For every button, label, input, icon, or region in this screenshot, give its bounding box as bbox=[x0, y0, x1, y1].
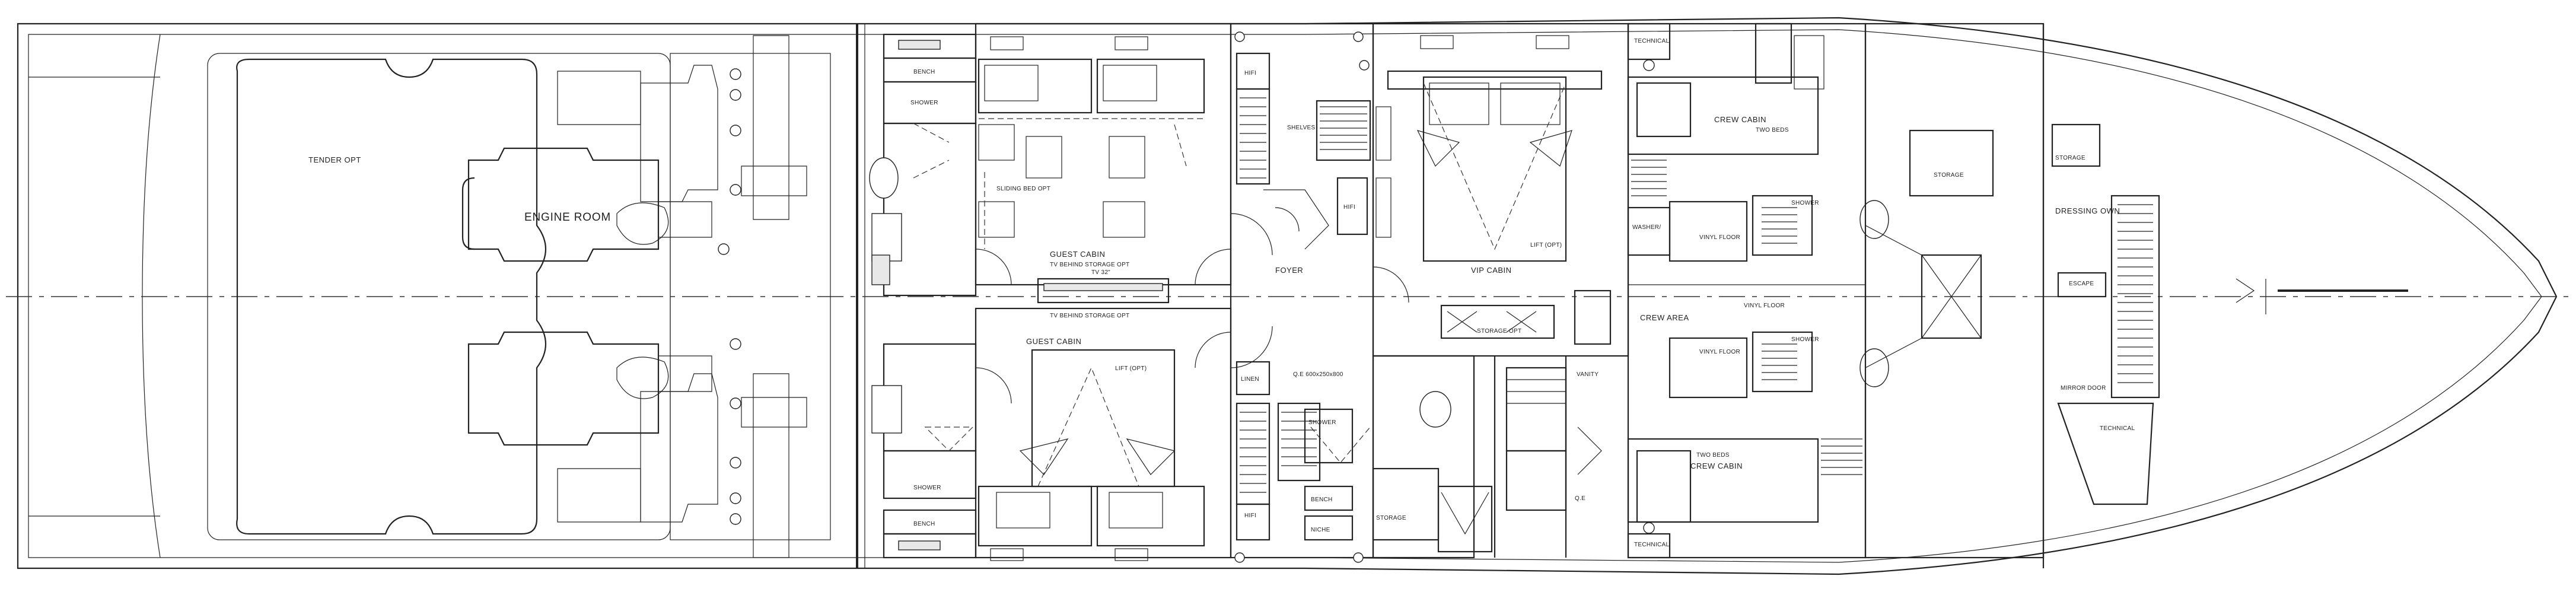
shower-grate-top bbox=[1762, 207, 1797, 244]
qe-size-label: Q.E 600x250x800 bbox=[1293, 371, 1343, 378]
lift-opt-vip-label: LIFT (OPT) bbox=[1530, 242, 1562, 249]
engine-room: ENGINE ROOM bbox=[461, 35, 831, 558]
technical-fwd-label: TECHNICAL bbox=[2100, 425, 2135, 432]
linen-label: LINEN bbox=[1241, 376, 1259, 383]
guest-cabin-top: SLIDING BED OPT GUEST CABIN TV BEHIND ST… bbox=[975, 23, 1232, 319]
crew-area: TECHNICAL TECHNICAL CREW CABIN TWO BEDS … bbox=[1627, 23, 1889, 559]
stair-treads-bottom-right bbox=[1281, 412, 1317, 466]
stair-treads-top bbox=[1240, 97, 1266, 179]
storage-opt-label: STORAGE OPT bbox=[1477, 328, 1521, 335]
foyer-label: FOYER bbox=[1275, 266, 1303, 275]
shower-crew-bottom-label: SHOWER bbox=[1791, 336, 1819, 343]
storage-dressing-label: STORAGE bbox=[2055, 155, 2085, 161]
bow-detail bbox=[2236, 278, 2255, 303]
qe-label: Q.E bbox=[1575, 495, 1585, 502]
vinyl-floor-mid-label: VINYL FLOOR bbox=[1744, 303, 1785, 309]
lift-opt-guest-label: LIFT (OPT) bbox=[1115, 365, 1147, 372]
hifi-top-label: HIFI bbox=[1244, 70, 1256, 77]
bunk-treads-top bbox=[1631, 160, 1667, 196]
hifi-mid-label: HIFI bbox=[1343, 204, 1355, 211]
technical-bottom-label: TECHNICAL bbox=[1634, 542, 1670, 548]
shower-foyer-label: SHOWER bbox=[1308, 419, 1336, 426]
niche-label: NICHE bbox=[1311, 527, 1330, 533]
stair-treads-right bbox=[1320, 106, 1367, 150]
dressing-own-label: DRESSING OWN bbox=[2055, 206, 2120, 215]
vinyl-floor-top-label: VINYL FLOOR bbox=[1699, 234, 1740, 241]
vip-cabin: VIP CABIN LIFT (OPT) STORAGE OPT VANITY bbox=[1359, 23, 1629, 378]
bulkhead-aft bbox=[856, 24, 865, 568]
crew-cabin-top-label: CREW CABIN bbox=[1714, 115, 1766, 124]
stair-treads-bottom bbox=[1240, 412, 1266, 493]
shower-top-label: SHOWER bbox=[910, 100, 938, 106]
escape-label: ESCAPE bbox=[2069, 281, 2094, 287]
washer-label: WASHER/ bbox=[1632, 224, 1661, 231]
technical-top-label: TECHNICAL bbox=[1634, 38, 1670, 44]
storage-fwd-label: STORAGE bbox=[1934, 172, 1964, 179]
shelves-label: SHELVES bbox=[1287, 125, 1316, 131]
hifi-bottom-label: HIFI bbox=[1244, 513, 1256, 519]
hull-outline bbox=[6, 17, 2568, 575]
shower-bottom-label: SHOWER bbox=[913, 485, 941, 491]
tv-32-label: TV 32" bbox=[1091, 269, 1110, 276]
guest-heads: BENCH SHOWER SHOWER BENCH bbox=[869, 33, 977, 559]
guest-cabin-bottom-label: GUEST CABIN bbox=[1026, 337, 1081, 346]
vinyl-floor-bottom-label: VINYL FLOOR bbox=[1699, 349, 1740, 355]
tv-behind-storage-bottom-label: TV BEHIND STORAGE OPT bbox=[1050, 313, 1129, 319]
stair-core: HIFI SHELVES HIFI FOYER LINEN HIFI Q.E 6… bbox=[1230, 23, 1374, 563]
shower-crew-top-label: SHOWER bbox=[1791, 200, 1819, 206]
bench-bottom-label: BENCH bbox=[913, 521, 935, 527]
engine-room-label: ENGINE ROOM bbox=[524, 211, 611, 224]
bunk-treads-bottom bbox=[1821, 438, 1862, 475]
shower-grate-bottom bbox=[1762, 343, 1797, 380]
forward-area: STORAGE STORAGE DRESSING OWN ESCAPE MIRR… bbox=[1864, 23, 2160, 568]
guest-cabin-bottom: GUEST CABIN LIFT (OPT) bbox=[975, 307, 1232, 561]
vip-head: STORAGE bbox=[1372, 355, 1493, 559]
guest-cabin-top-label: GUEST CABIN bbox=[1050, 250, 1105, 259]
vanity-label: VANITY bbox=[1577, 371, 1599, 378]
dressing-rail bbox=[2118, 204, 2153, 383]
tv-behind-storage-top-label: TV BEHIND STORAGE OPT bbox=[1050, 262, 1129, 268]
sliding-bed-opt-label: SLIDING BED OPT bbox=[996, 186, 1050, 192]
vip-stair: Q.E bbox=[1494, 356, 1602, 558]
mirror-door-label: MIRROR DOOR bbox=[2061, 385, 2106, 392]
bench-foyer-label: BENCH bbox=[1311, 496, 1333, 503]
vip-cabin-label: VIP CABIN bbox=[1471, 266, 1512, 275]
storage-vip-label: STORAGE bbox=[1376, 515, 1406, 521]
two-beds-bottom-label: TWO BEDS bbox=[1696, 452, 1730, 459]
tender-opt-label: TENDER OPT bbox=[308, 155, 361, 164]
crew-area-label: CREW AREA bbox=[1640, 313, 1689, 322]
two-beds-top-label: TWO BEDS bbox=[1756, 127, 1789, 133]
crew-cabin-bottom-label: CREW CABIN bbox=[1690, 461, 1743, 470]
bench-top-label: BENCH bbox=[913, 69, 935, 75]
